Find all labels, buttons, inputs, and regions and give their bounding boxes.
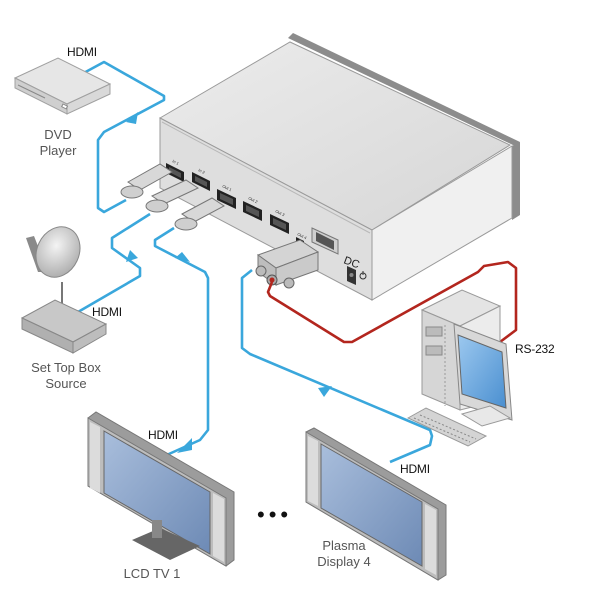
arrow-stb <box>126 250 138 262</box>
cable-out1-to-lcd[interactable] <box>153 226 210 460</box>
device-rim <box>288 33 520 146</box>
dvd-cable-label: HDMI <box>67 45 97 59</box>
hdmi-port-out-2[interactable] <box>243 201 262 221</box>
cable-stb-to-in2[interactable] <box>77 212 151 314</box>
port-label-out-3: Out 3 <box>275 208 287 217</box>
stb-label-line1: Set Top Box <box>31 360 101 375</box>
hdmi-port-in-1[interactable] <box>166 163 184 182</box>
port-label-out-4: Out 4 <box>297 231 309 240</box>
plasma-label-line2: Display 4 <box>317 554 371 569</box>
more-displays-ellipsis: ••• <box>257 502 293 527</box>
dvd-label-line2: Player <box>39 143 77 158</box>
port-label-in-2: In 2 <box>198 167 207 175</box>
rs232-port[interactable] <box>311 227 339 255</box>
arrow-plasma <box>318 386 332 397</box>
signal-arrows <box>126 112 332 453</box>
cable-out4-to-plasma[interactable] <box>240 268 434 464</box>
device-side <box>371 145 513 301</box>
dvd-player-label: DVD Player <box>28 127 88 159</box>
dvd-label-line1: DVD <box>44 127 72 142</box>
hdmi-port-out-1[interactable] <box>217 189 236 209</box>
hdmi-plug-in-1 <box>120 163 173 199</box>
hdmi-cables <box>77 60 434 464</box>
cable-dvd-to-in1[interactable] <box>79 60 166 214</box>
hdmi-plug-in-2 <box>145 179 200 213</box>
dvd-player <box>13 57 112 115</box>
cable-rs232-to-pc[interactable] <box>266 260 518 344</box>
lcd-tv <box>87 411 235 567</box>
stb-cable-label: HDMI <box>92 305 122 319</box>
hdmi-port-in-2[interactable] <box>192 172 210 191</box>
distribution-amplifier: In 1 In 2 Out 1 Out 2 Out 3 Out 4 DC <box>158 33 520 301</box>
computer <box>406 289 513 447</box>
hdmi-plug-out-1 <box>174 197 225 231</box>
port-label-in-1: In 1 <box>172 158 181 166</box>
arrow-lcd-upper <box>175 252 190 262</box>
set-top-box-label: Set Top Box Source <box>16 360 116 392</box>
set-top-box <box>20 299 108 354</box>
arrow-lcd <box>177 438 192 453</box>
plasma-display <box>305 427 447 581</box>
port-label-out-1: Out 1 <box>222 183 234 192</box>
rs232-cable-label: RS-232 <box>515 342 555 356</box>
plasma-cable-label: HDMI <box>400 462 430 476</box>
plasma-display-label: Plasma Display 4 <box>304 538 384 570</box>
plasma-label-line1: Plasma <box>322 538 366 553</box>
satellite-dish <box>26 226 81 312</box>
dc-label: DC <box>342 255 361 272</box>
power-icon <box>359 271 367 280</box>
lcd-cable-label: HDMI <box>148 428 178 442</box>
hdmi-port-out-3[interactable] <box>270 214 289 234</box>
stb-label-line2: Source <box>45 376 87 391</box>
port-label-out-2: Out 2 <box>248 195 260 204</box>
lcd-label-line1: LCD TV 1 <box>123 566 181 581</box>
device-rim-side <box>512 142 520 220</box>
rs232-plug <box>255 239 320 289</box>
arrow-dvd <box>126 112 138 124</box>
lcd-tv-label: LCD TV 1 <box>112 566 192 582</box>
dc-power-jack[interactable] <box>347 266 356 285</box>
